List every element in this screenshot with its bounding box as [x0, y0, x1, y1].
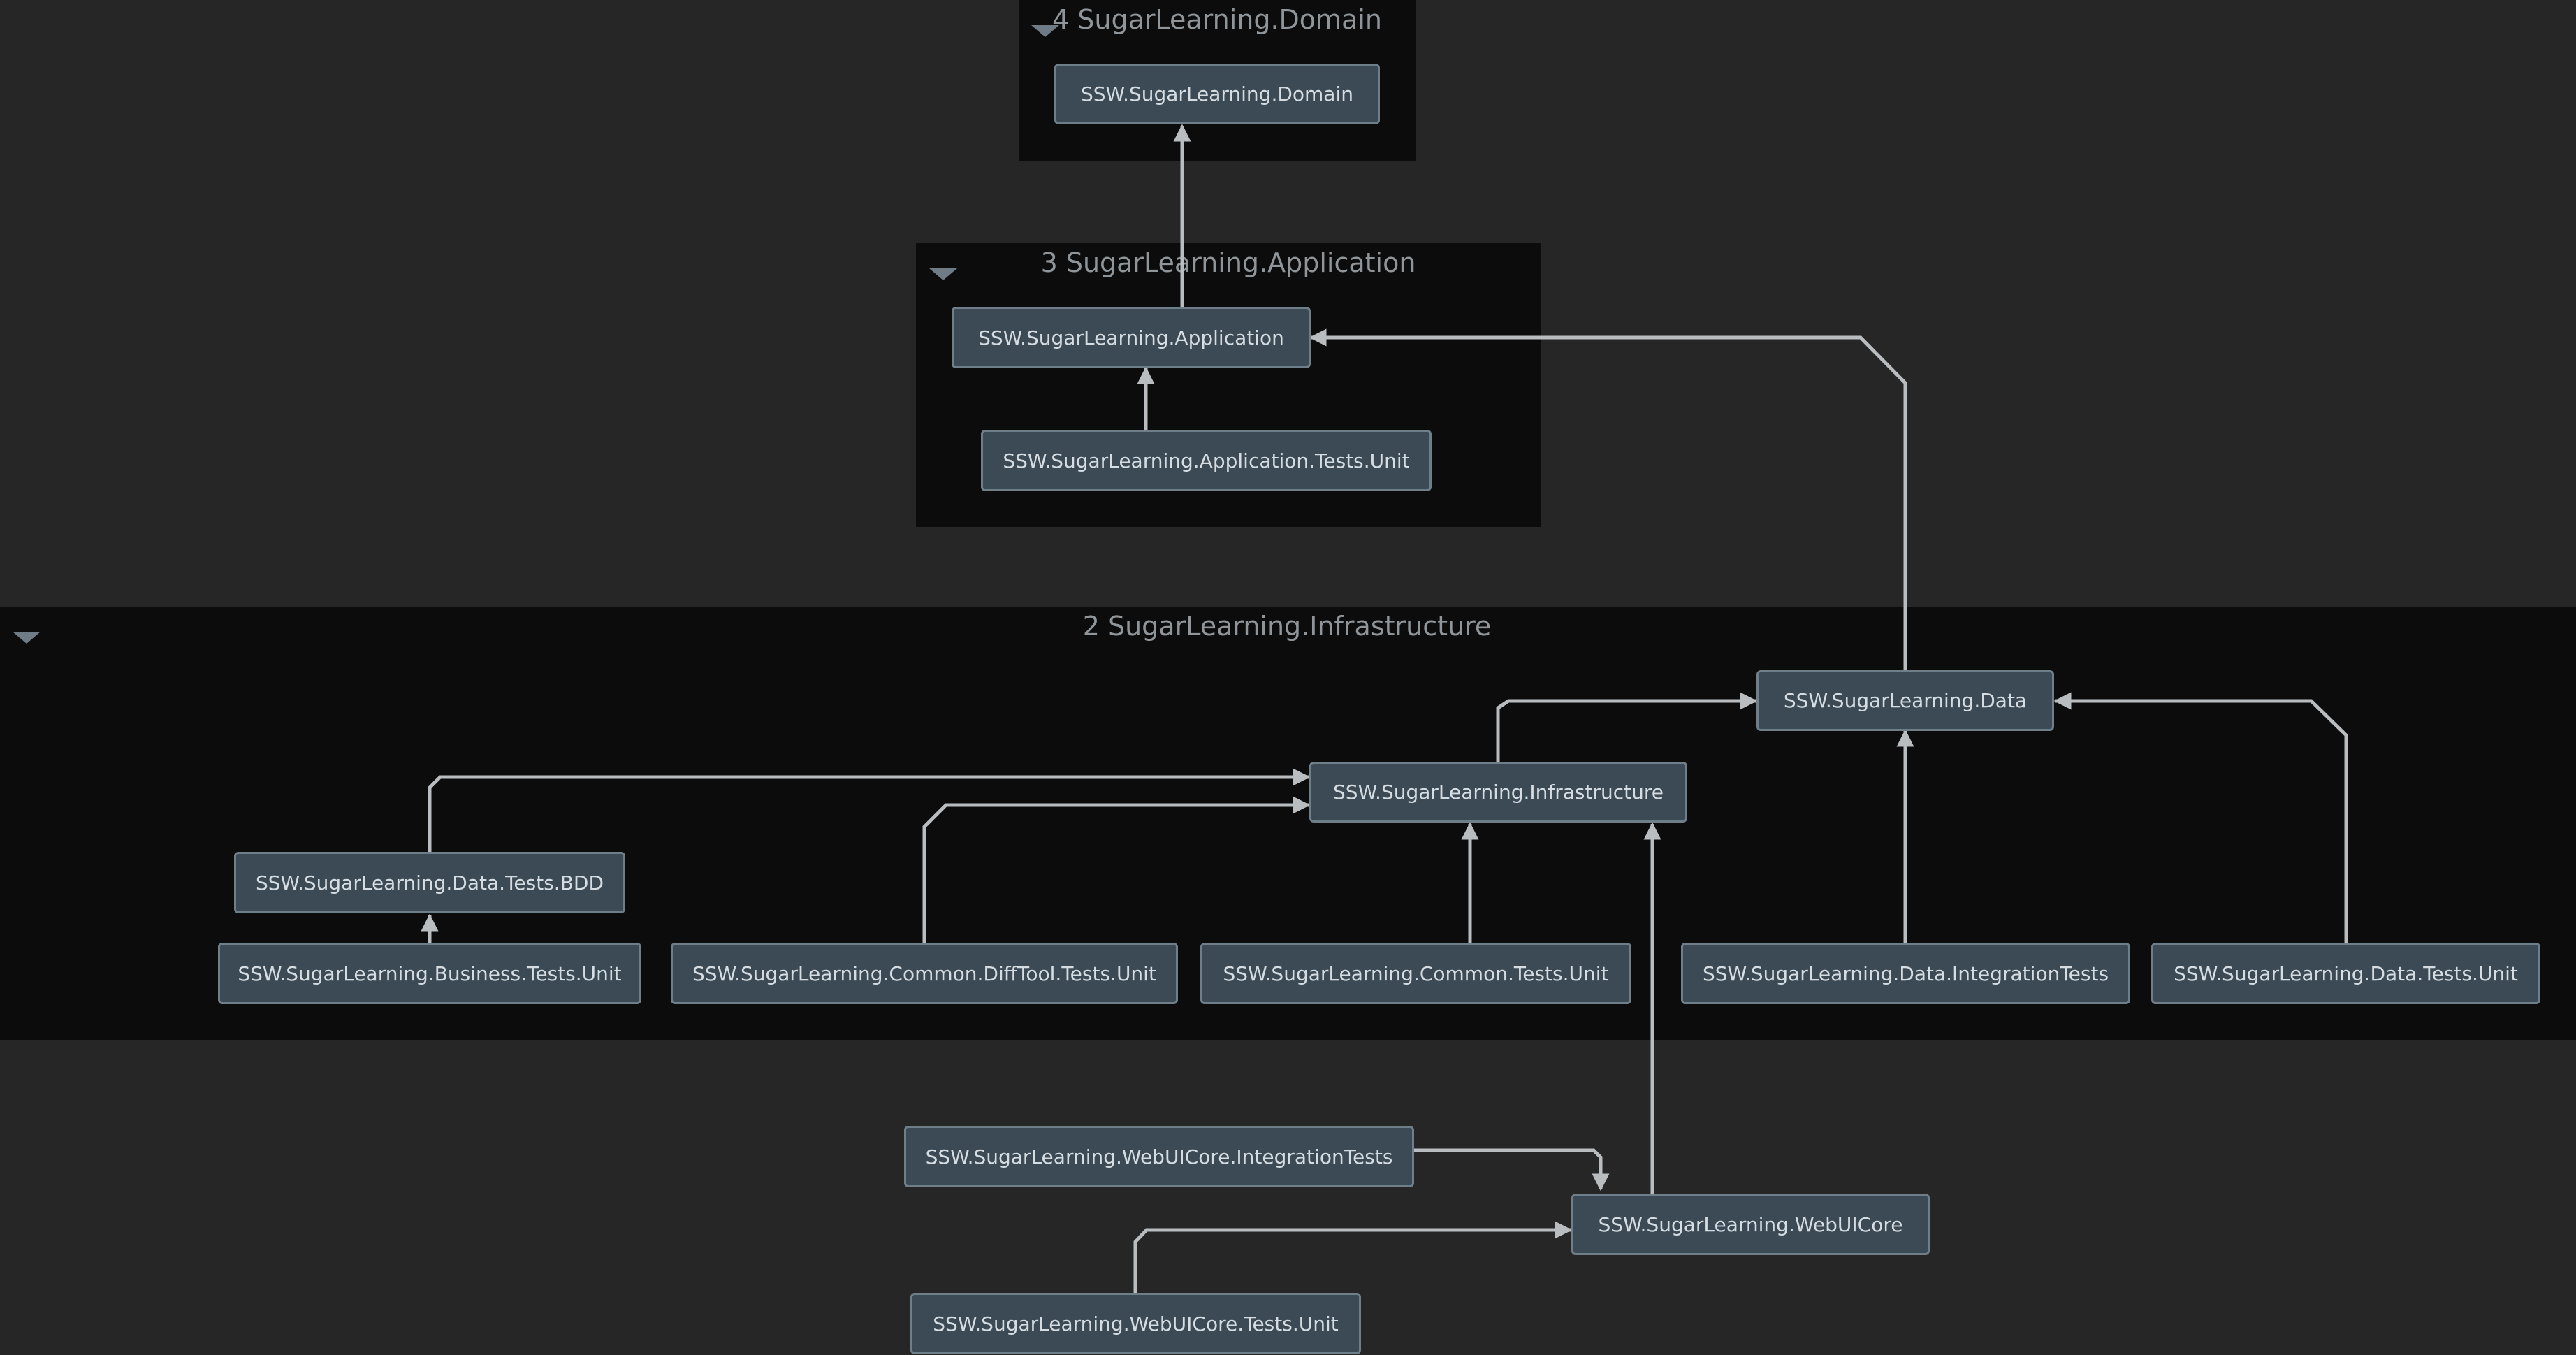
- edge-webuicore-tests-unit-to-webuicore: [1133, 1221, 1573, 1293]
- collapse-application-icon[interactable]: [929, 268, 957, 280]
- group-title-application: 3 SugarLearning.Application: [1040, 247, 1416, 278]
- node-application-tests-unit[interactable]: SSW.SugarLearning.Application.Tests.Unit: [981, 430, 1432, 491]
- edge-webuicore-integrationtests-to-webuicore: [1414, 1148, 1610, 1191]
- collapse-infrastructure-icon[interactable]: [13, 632, 41, 644]
- node-data-tests-bdd[interactable]: SSW.SugarLearning.Data.Tests.BDD: [234, 852, 625, 913]
- node-webuicore[interactable]: SSW.SugarLearning.WebUICore: [1571, 1194, 1930, 1255]
- node-data[interactable]: SSW.SugarLearning.Data: [1756, 670, 2054, 731]
- node-common-difftool-tests-unit[interactable]: SSW.SugarLearning.Common.DiffTool.Tests.…: [671, 943, 1178, 1004]
- node-webuicore-tests-unit[interactable]: SSW.SugarLearning.WebUICore.Tests.Unit: [910, 1293, 1361, 1354]
- group-title-infrastructure: 2 SugarLearning.Infrastructure: [1082, 611, 1492, 642]
- collapse-domain-icon[interactable]: [1031, 25, 1059, 37]
- node-common-tests-unit[interactable]: SSW.SugarLearning.Common.Tests.Unit: [1200, 943, 1631, 1004]
- group-title-domain: 4 SugarLearning.Domain: [1052, 4, 1382, 35]
- node-infrastructure[interactable]: SSW.SugarLearning.Infrastructure: [1309, 762, 1687, 823]
- node-business-tests-unit[interactable]: SSW.SugarLearning.Business.Tests.Unit: [218, 943, 641, 1004]
- node-application[interactable]: SSW.SugarLearning.Application: [952, 307, 1311, 368]
- node-data-integrationtests[interactable]: SSW.SugarLearning.Data.IntegrationTests: [1681, 943, 2130, 1004]
- node-domain[interactable]: SSW.SugarLearning.Domain: [1054, 64, 1380, 124]
- node-webuicore-integrationtests[interactable]: SSW.SugarLearning.WebUICore.IntegrationT…: [904, 1126, 1414, 1187]
- node-data-tests-unit[interactable]: SSW.SugarLearning.Data.Tests.Unit: [2151, 943, 2540, 1004]
